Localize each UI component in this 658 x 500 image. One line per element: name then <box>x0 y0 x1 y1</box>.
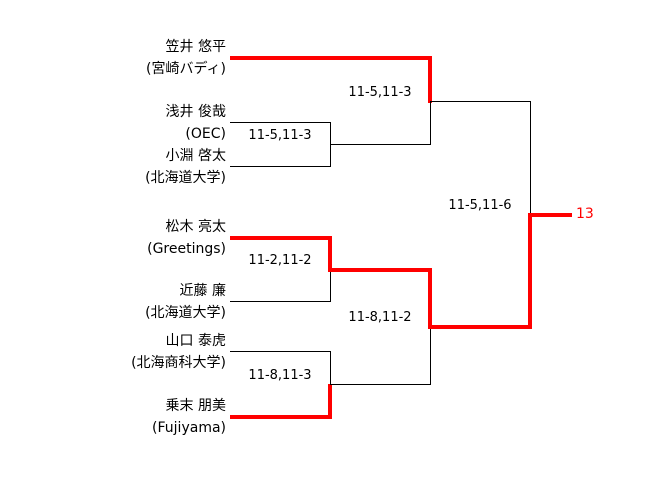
bracket-line-kobuchi <box>230 166 330 167</box>
player-name: 乗末 朋美 <box>165 398 226 414</box>
player-entry-kondo: 近藤 廉 (北海道大学) <box>145 280 226 324</box>
vertical-semifinal-top-winner <box>428 56 432 103</box>
player-affiliation: (北海道大学) <box>145 170 226 186</box>
score-final: 11-5,11-6 <box>448 198 512 213</box>
player-name: 近藤 廉 <box>179 283 226 299</box>
connector-semifinal-bottom-out <box>430 325 530 329</box>
player-name: 山口 泰虎 <box>165 333 226 349</box>
connector-semifinal-top-out <box>430 101 530 102</box>
final-result-number: 13 <box>576 206 594 222</box>
vertical-round1-bottom-loser <box>330 351 331 385</box>
player-affiliation: (Greetings) <box>147 241 226 257</box>
player-name: 小淵 啓太 <box>165 148 226 164</box>
vertical-semifinal-bottom-loser <box>430 327 431 385</box>
bracket-line-kondo <box>230 301 330 302</box>
player-entry-kasai: 笠井 悠平 (宮崎バディ) <box>146 36 226 80</box>
player-affiliation: (北海商科大学) <box>131 355 226 371</box>
player-name: 浅井 俊哉 <box>165 104 226 120</box>
bracket-line-yamaguchi <box>230 351 330 352</box>
player-entry-yamaguchi: 山口 泰虎 (北海商科大学) <box>131 330 226 374</box>
player-entry-asai: 浅井 俊哉 (OEC) <box>166 101 226 145</box>
player-name: 松木 亮太 <box>165 219 226 235</box>
score-round1-middle: 11-2,11-2 <box>248 253 312 268</box>
vertical-semifinal-bottom-winner <box>428 268 432 329</box>
vertical-round1-middle-winner <box>328 236 332 272</box>
vertical-semifinal-top-loser <box>430 102 431 145</box>
connector-final-out <box>530 213 572 217</box>
connector-round1-middle-out <box>330 268 430 272</box>
vertical-final-winner <box>528 213 532 329</box>
vertical-final-loser <box>530 101 531 215</box>
player-entry-kobuchi: 小淵 啓太 (北海道大学) <box>145 145 226 189</box>
player-affiliation: (Fujiyama) <box>152 420 226 436</box>
score-round1-bottom: 11-8,11-3 <box>248 368 312 383</box>
player-entry-norisue: 乗末 朋美 (Fujiyama) <box>152 395 226 439</box>
player-name: 笠井 悠平 <box>165 39 226 55</box>
vertical-round1-middle-loser <box>330 270 331 302</box>
player-entry-matsuki: 松木 亮太 (Greetings) <box>147 216 226 260</box>
connector-round1-bottom-out <box>330 384 430 385</box>
bracket-line-asai <box>230 122 330 123</box>
score-semifinal-bottom: 11-8,11-2 <box>348 310 412 325</box>
vertical-round1-bottom-winner <box>328 384 332 419</box>
player-affiliation: (宮崎バディ) <box>146 61 226 77</box>
bracket-line-matsuki <box>230 236 330 240</box>
player-affiliation: (OEC) <box>185 126 226 142</box>
bracket-line-norisue <box>230 415 330 419</box>
connector-round1-top-out <box>330 144 430 145</box>
score-semifinal-top: 11-5,11-3 <box>348 85 412 100</box>
player-affiliation: (北海道大学) <box>145 305 226 321</box>
bracket-line-kasai <box>230 56 430 60</box>
score-round1-top: 11-5,11-3 <box>248 128 312 143</box>
